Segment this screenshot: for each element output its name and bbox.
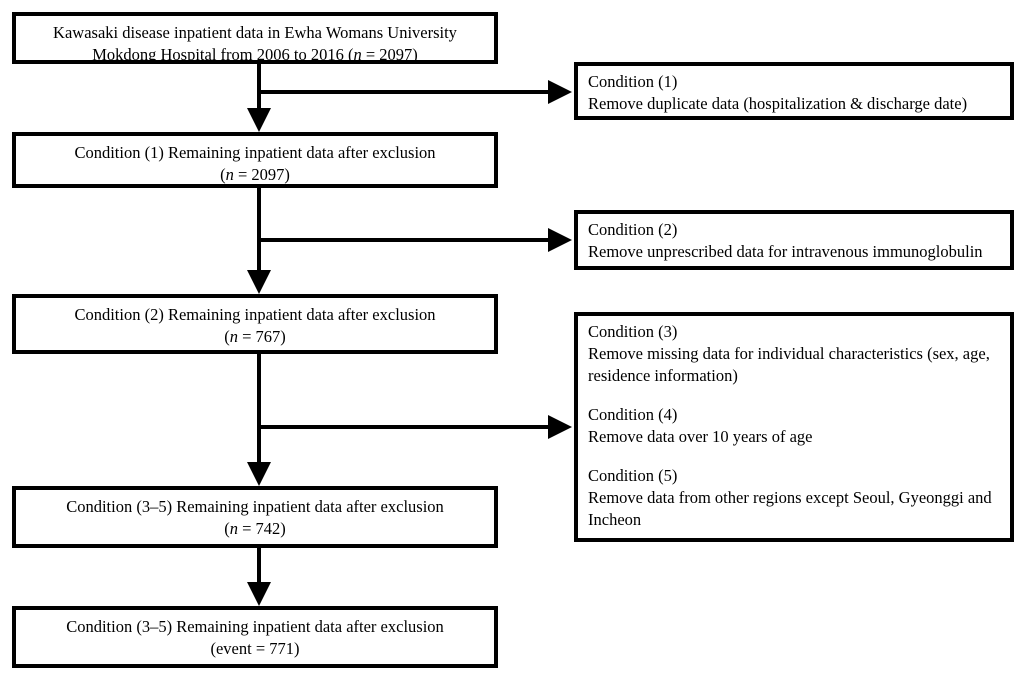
box-text-line: Mokdong Hospital from 2006 to 2016 (n = … [16, 44, 494, 66]
box-text-line: (n = 767) [16, 326, 494, 348]
condition-title: Condition (2) [588, 220, 678, 239]
box-text-part: = 2097) [361, 45, 418, 64]
condition-title: Condition (3) [588, 322, 678, 341]
exclusion-box-condition-1: Condition (1) Remove duplicate data (hos… [574, 62, 1014, 120]
condition-text: Remove duplicate data (hospitalization &… [588, 94, 968, 113]
condition-text: Remove missing data for individual chara… [588, 344, 990, 385]
condition-text: Remove unprescribed data for intravenous… [588, 242, 983, 261]
box-text-line: Condition (3–5) Remaining inpatient data… [66, 497, 444, 516]
flow-box-after-condition-3-5: Condition (3–5) Remaining inpatient data… [12, 486, 498, 548]
box-text-part: ( [224, 327, 230, 346]
exclusion-box-condition-2: Condition (2) Remove unprescribed data f… [574, 210, 1014, 270]
box-text-part: Mokdong Hospital from 2006 to 2016 ( [92, 45, 354, 64]
n-variable: n [353, 45, 362, 64]
condition-text: Remove data over 10 years of age [588, 427, 813, 446]
box-text-line: Condition (1) Remaining inpatient data a… [74, 143, 436, 162]
flow-box-initial-data: Kawasaki disease inpatient data in Ewha … [12, 12, 498, 64]
flow-box-final-events: Condition (3–5) Remaining inpatient data… [12, 606, 498, 668]
box-text-line: Condition (3–5) Remaining inpatient data… [66, 617, 444, 636]
condition-title: Condition (5) [588, 466, 678, 485]
box-text-line: Kawasaki disease inpatient data in Ewha … [53, 23, 457, 42]
flow-box-after-condition-2: Condition (2) Remaining inpatient data a… [12, 294, 498, 354]
box-text-line: (n = 742) [16, 518, 494, 540]
box-text-part: ( [220, 165, 226, 184]
n-variable: n [229, 327, 238, 346]
n-variable: n [225, 165, 234, 184]
box-text-part: = 2097) [233, 165, 290, 184]
box-text-part: = 742) [237, 519, 286, 538]
box-text-part: ( [224, 519, 230, 538]
condition-spacer [588, 448, 1000, 465]
box-text-part: = 767) [237, 327, 286, 346]
box-text-line: Condition (2) Remaining inpatient data a… [74, 305, 436, 324]
box-text-line: (n = 2097) [16, 164, 494, 186]
n-variable: n [229, 519, 238, 538]
flow-box-after-condition-1: Condition (1) Remaining inpatient data a… [12, 132, 498, 188]
condition-title: Condition (1) [588, 72, 678, 91]
box-text-line: (event = 771) [210, 639, 300, 658]
condition-title: Condition (4) [588, 405, 678, 424]
exclusion-box-conditions-3-5: Condition (3) Remove missing data for in… [574, 312, 1014, 542]
condition-text: Remove data from other regions except Se… [588, 488, 992, 529]
condition-spacer [588, 387, 1000, 404]
